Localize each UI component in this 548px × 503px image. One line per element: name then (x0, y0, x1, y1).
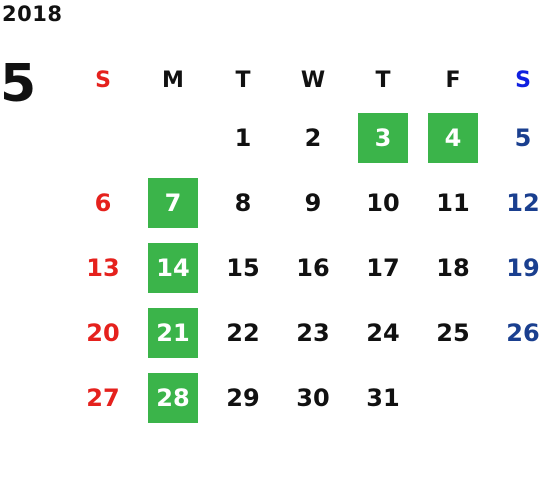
weekday-header-row: S M T W T F S (68, 55, 548, 105)
day-number: 20 (86, 318, 120, 347)
day-cell: 17 (348, 235, 418, 300)
day-cell: 3 (348, 105, 418, 170)
day-cell: 31 (348, 365, 418, 430)
day-number: 5 (514, 123, 532, 152)
highlighted-day-number: 4 (428, 112, 478, 163)
day-cell: 21 (138, 300, 208, 365)
empty-day-cell (68, 105, 138, 170)
day-cell: 29 (208, 365, 278, 430)
day-cell: 4 (418, 105, 488, 170)
year-label: 2018 (2, 2, 63, 26)
day-cell: 13 (68, 235, 138, 300)
day-cell: 2 (278, 105, 348, 170)
day-number: 1 (234, 123, 252, 152)
day-number: 6 (94, 188, 112, 217)
day-cell: 16 (278, 235, 348, 300)
day-cell: 27 (68, 365, 138, 430)
day-number: 16 (296, 253, 330, 282)
day-number: 8 (234, 188, 252, 217)
day-number: 29 (226, 383, 260, 412)
weekday-saturday: S (515, 67, 531, 93)
day-cell: 18 (418, 235, 488, 300)
day-cell: 14 (138, 235, 208, 300)
day-cell: 22 (208, 300, 278, 365)
day-cell: 9 (278, 170, 348, 235)
day-number: 13 (86, 253, 120, 282)
day-number: 24 (366, 318, 400, 347)
day-cell: 30 (278, 365, 348, 430)
day-number: 31 (366, 383, 400, 412)
empty-day-cell (488, 365, 548, 430)
day-number: 9 (304, 188, 322, 217)
day-number: 27 (86, 383, 120, 412)
day-cell: 8 (208, 170, 278, 235)
month-number: 5 (0, 54, 37, 114)
weekday-monday: M (162, 67, 184, 93)
day-number: 22 (226, 318, 260, 347)
day-number: 10 (366, 188, 400, 217)
highlighted-day-number: 7 (148, 177, 198, 228)
highlighted-day-number: 3 (358, 112, 408, 163)
day-cell: 19 (488, 235, 548, 300)
week-row: 13 14 15 16 17 18 19 (68, 235, 548, 300)
day-cell: 7 (138, 170, 208, 235)
day-cell: 11 (418, 170, 488, 235)
highlighted-day-number: 14 (148, 242, 198, 293)
day-cell: 5 (488, 105, 548, 170)
day-cell: 28 (138, 365, 208, 430)
day-cell: 25 (418, 300, 488, 365)
day-cell: 10 (348, 170, 418, 235)
weekday-thursday: T (375, 67, 391, 93)
day-number: 2 (304, 123, 322, 152)
day-cell: 12 (488, 170, 548, 235)
week-row: 27 28 29 30 31 (68, 365, 548, 430)
day-number: 23 (296, 318, 330, 347)
day-number: 17 (366, 253, 400, 282)
day-number: 15 (226, 253, 260, 282)
day-cell: 20 (68, 300, 138, 365)
day-number: 30 (296, 383, 330, 412)
week-row: 6 7 8 9 10 11 12 (68, 170, 548, 235)
day-cell: 6 (68, 170, 138, 235)
day-cell: 15 (208, 235, 278, 300)
day-cell: 1 (208, 105, 278, 170)
weekday-friday: F (445, 67, 461, 93)
day-number: 12 (506, 188, 540, 217)
weekday-tuesday: T (235, 67, 251, 93)
highlighted-day-number: 21 (148, 307, 198, 358)
empty-day-cell (138, 105, 208, 170)
day-number: 26 (506, 318, 540, 347)
weekday-wednesday: W (300, 67, 326, 93)
day-cell: 24 (348, 300, 418, 365)
day-cell: 26 (488, 300, 548, 365)
day-cell: 23 (278, 300, 348, 365)
highlighted-day-number: 28 (148, 372, 198, 423)
day-number: 18 (436, 253, 470, 282)
day-number: 25 (436, 318, 470, 347)
day-number: 19 (506, 253, 540, 282)
empty-day-cell (418, 365, 488, 430)
week-row: 20 21 22 23 24 25 26 (68, 300, 548, 365)
weekday-sunday: S (95, 67, 111, 93)
day-number: 11 (436, 188, 470, 217)
